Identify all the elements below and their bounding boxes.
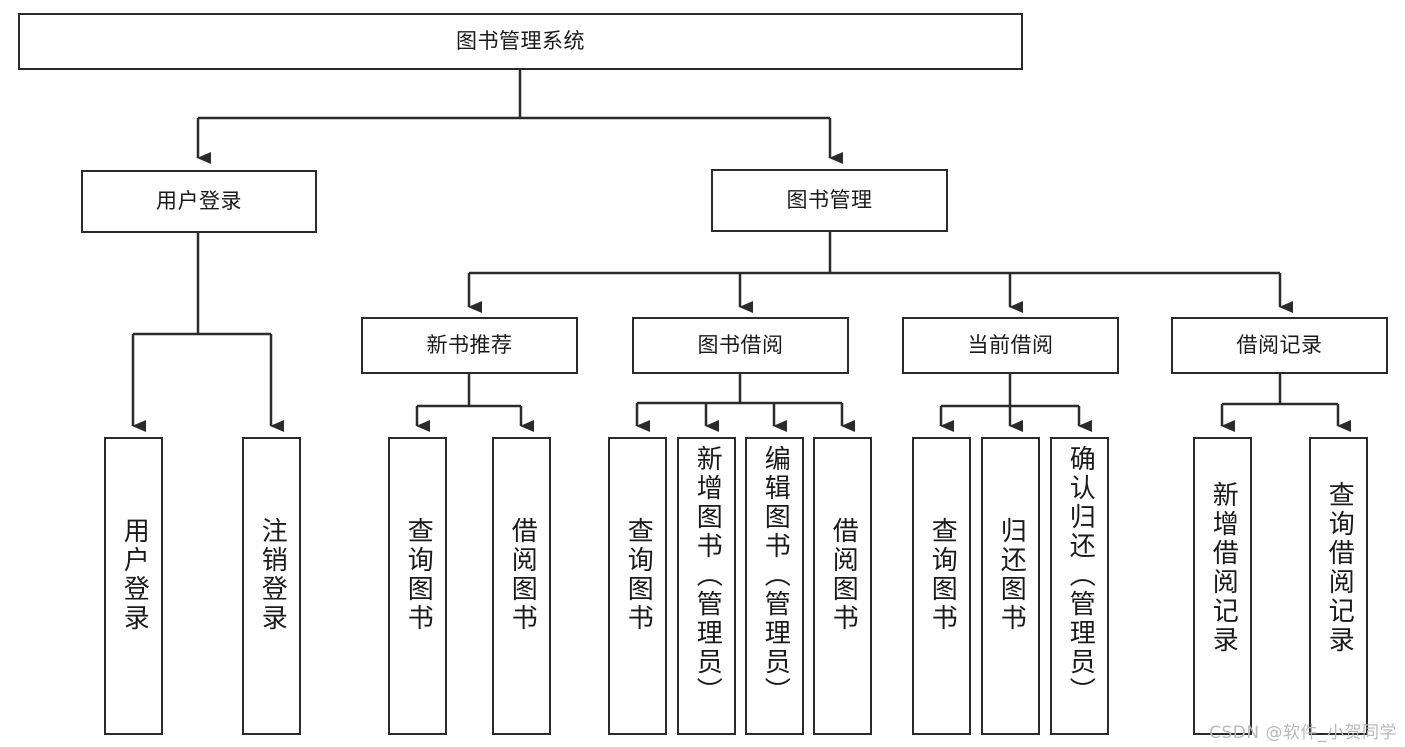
leaf-book-borrow-query[interactable]: 查询图书 — [608, 437, 667, 735]
leaf-current-borrow-return[interactable]: 归还图书 — [981, 437, 1040, 735]
leaf-borrow-record-add[interactable]: 新增借阅记录 — [1193, 437, 1252, 735]
node-book-management[interactable]: 图书管理 — [711, 169, 948, 232]
leaf-book-borrow-add-admin[interactable]: 新增图书（管理员） — [677, 437, 736, 735]
node-label: 图书借阅 — [697, 333, 784, 357]
node-label: 编辑图书（管理员） — [760, 445, 791, 706]
leaf-borrow-record-query[interactable]: 查询借阅记录 — [1309, 437, 1368, 735]
node-label: 用户登录 — [119, 517, 150, 633]
node-book-borrow[interactable]: 图书借阅 — [632, 317, 849, 374]
node-label: 归还图书 — [996, 517, 1027, 633]
node-label: 注销登录 — [257, 517, 288, 633]
leaf-book-borrow-borrow[interactable]: 借阅图书 — [813, 437, 872, 735]
node-label: 新书推荐 — [426, 333, 513, 357]
node-new-book-recommend[interactable]: 新书推荐 — [361, 317, 578, 374]
leaf-user-login-login[interactable]: 用户登录 — [104, 437, 163, 735]
node-label: 查询借阅记录 — [1324, 481, 1355, 655]
node-label: 借阅图书 — [507, 517, 538, 633]
node-label: 借阅记录 — [1236, 333, 1323, 357]
leaf-new-book-borrow[interactable]: 借阅图书 — [492, 437, 551, 735]
node-label: 查询图书 — [623, 517, 654, 633]
node-root-system[interactable]: 图书管理系统 — [18, 13, 1023, 70]
node-label: 借阅图书 — [828, 517, 859, 633]
node-label: 查询图书 — [403, 517, 434, 633]
node-label: 用户登录 — [156, 189, 242, 213]
leaf-new-book-query[interactable]: 查询图书 — [388, 437, 447, 735]
node-label: 新增图书（管理员） — [692, 445, 723, 706]
node-label: 图书管理系统 — [456, 29, 585, 53]
leaf-user-login-logout[interactable]: 注销登录 — [242, 437, 301, 735]
node-label: 确认归还（管理员） — [1065, 445, 1096, 706]
node-current-borrow[interactable]: 当前借阅 — [902, 317, 1119, 374]
node-label: 图书管理 — [786, 188, 873, 212]
leaf-current-borrow-confirm-admin[interactable]: 确认归还（管理员） — [1050, 437, 1109, 735]
leaf-current-borrow-query[interactable]: 查询图书 — [912, 437, 971, 735]
node-label: 查询图书 — [927, 517, 958, 633]
node-label: 当前借阅 — [967, 333, 1054, 357]
node-user-login[interactable]: 用户登录 — [81, 170, 317, 233]
node-label: 新增借阅记录 — [1208, 481, 1239, 655]
node-borrow-record[interactable]: 借阅记录 — [1171, 317, 1388, 374]
leaf-book-borrow-edit-admin[interactable]: 编辑图书（管理员） — [745, 437, 804, 735]
